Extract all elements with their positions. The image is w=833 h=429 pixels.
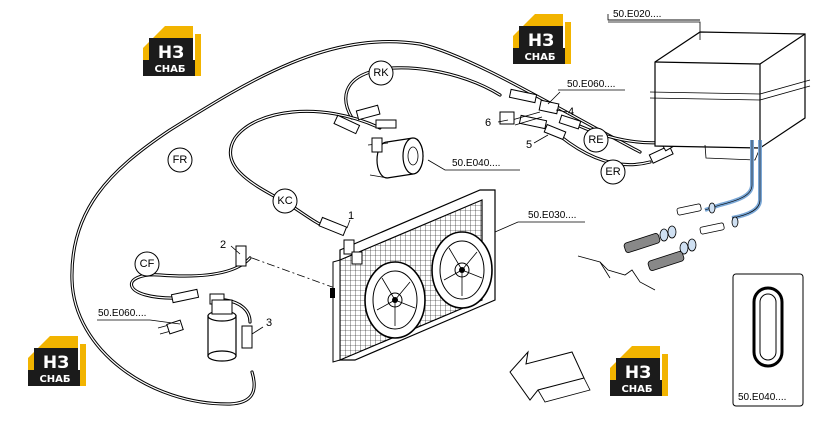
logo-top-left: НЗ СНАБ [143,26,201,76]
hose-fittings [170,88,682,349]
centerline [251,257,336,289]
item-number-4: 4 [568,106,574,118]
hose-lines [70,40,670,406]
ref-fitting-left: 50.E060.... [98,308,146,319]
svg-text:CF: CF [140,258,155,270]
item-number-1: 1 [348,210,354,222]
callout-kc: KC [272,188,298,214]
ref-condenser: 50.E030.... [528,210,576,221]
compressor [367,137,424,179]
svg-text:НЗ: НЗ [158,43,184,63]
cab-evaporator-unit [649,31,811,161]
callout-re: RE [583,127,609,153]
ref-fitting-top: 50.E060.... [567,79,615,90]
logo-bottom-center: НЗ СНАБ [610,346,668,396]
condenser [330,189,496,363]
logo-top-center: НЗ СНАБ [513,14,571,64]
item-number-5: 5 [526,139,532,151]
callout-er: ER [600,159,626,185]
svg-text:НЗ: НЗ [43,353,69,373]
svg-text:СНАБ: СНАБ [39,374,70,385]
ref-compressor: 50.E040.... [452,158,500,169]
callout-cf: CF [134,251,160,277]
svg-text:FR: FR [173,154,188,166]
oring-inset [732,273,804,407]
receiver-drier [157,299,237,362]
callout-fr: FR [167,147,193,173]
leader-lines [97,14,701,335]
svg-text:НЗ: НЗ [528,31,554,51]
svg-text:СНАБ: СНАБ [154,64,185,75]
logo-bottom-left: НЗ СНАБ [28,336,86,386]
direction-arrow [509,350,585,401]
ref-oring-inset: 50.E040.... [738,392,786,403]
cab-pipes [577,140,762,291]
svg-text:RE: RE [588,134,603,146]
item-number-2: 2 [220,239,226,251]
svg-text:KC: KC [277,195,292,207]
svg-text:НЗ: НЗ [625,363,651,383]
ref-cab-unit: 50.E020.... [613,9,661,20]
svg-text:ER: ER [605,166,620,178]
svg-text:RK: RK [373,67,389,79]
svg-text:СНАБ: СНАБ [524,52,555,63]
svg-text:СНАБ: СНАБ [621,384,652,395]
item-number-3: 3 [266,317,272,329]
callout-rk: RK [368,60,394,86]
item-number-6: 6 [485,117,491,129]
